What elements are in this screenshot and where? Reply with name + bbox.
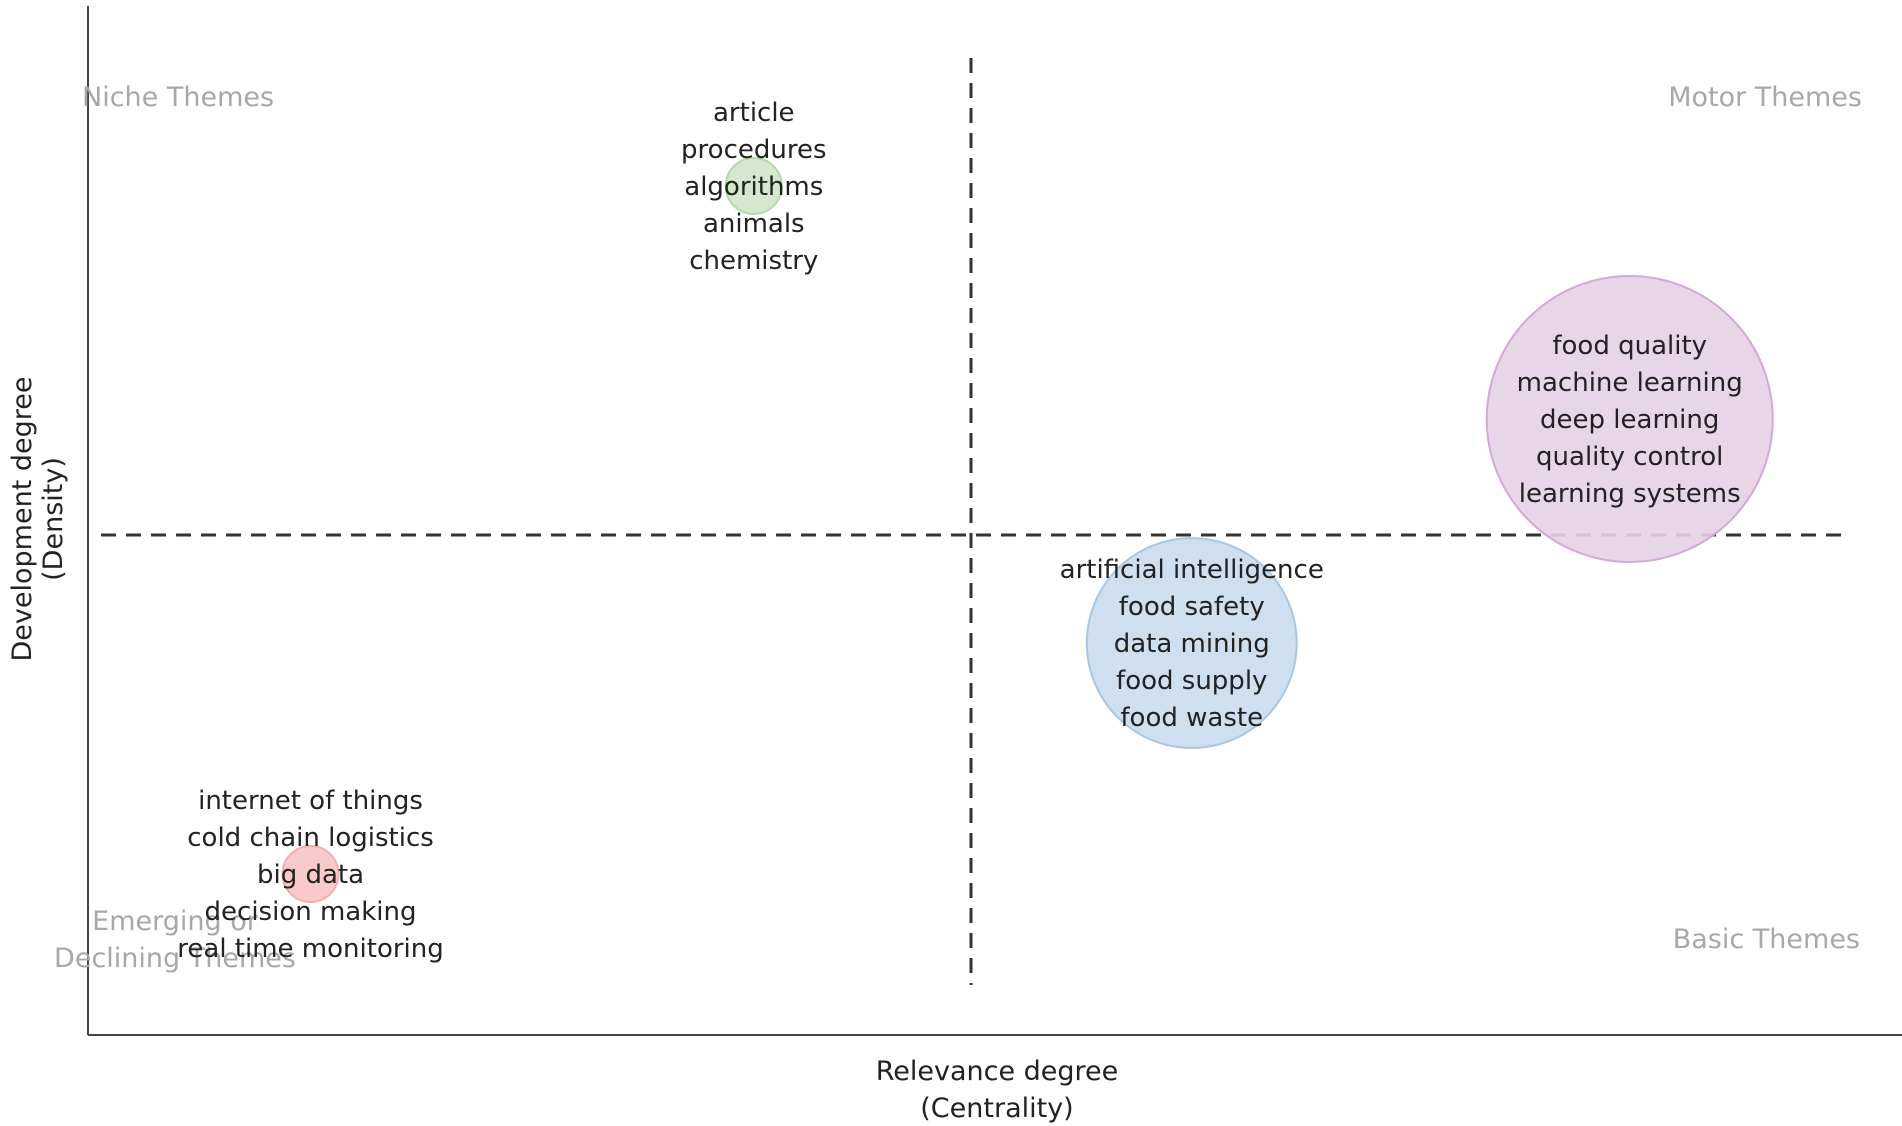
cluster-2-term-0: artificial intelligence xyxy=(1060,555,1324,585)
cluster-bubble-1 xyxy=(1485,275,1774,563)
cluster-3-term-2: big data xyxy=(257,860,364,890)
cluster-0-term-2: algorithms xyxy=(684,172,823,202)
cluster-3-term-3: decision making xyxy=(205,897,417,927)
cluster-1-term-3: quality control xyxy=(1536,442,1723,472)
cluster-1-term-4: learning systems xyxy=(1519,479,1741,509)
cluster-2-term-3: food supply xyxy=(1116,666,1267,696)
cluster-1-term-1: machine learning xyxy=(1517,368,1743,398)
y-axis-title-line-0: Development degree xyxy=(7,377,38,662)
cluster-1-term-2: deep learning xyxy=(1540,405,1719,435)
cluster-bubble-2 xyxy=(1085,537,1298,749)
cluster-bubble-3 xyxy=(281,844,340,904)
x-axis-title-line-1: (Centrality) xyxy=(920,1093,1073,1124)
cluster-2-term-4: food waste xyxy=(1120,703,1263,733)
cluster-0-term-3: animals xyxy=(703,209,805,239)
quadrant-label-emerging-line-0: Emerging or xyxy=(92,906,259,937)
quadrant-label-niche-line-0: Niche Themes xyxy=(82,82,274,113)
cluster-3-term-4: real time monitoring xyxy=(177,934,443,964)
cluster-2-term-2: data mining xyxy=(1114,629,1270,659)
cluster-1-term-0: food quality xyxy=(1552,331,1707,361)
quadrant-label-emerging-line-1: Declining Themes xyxy=(54,943,296,974)
cluster-0-term-1: procedures xyxy=(681,135,826,165)
cluster-3-term-1: cold chain logistics xyxy=(187,823,434,853)
cluster-3-term-0: internet of things xyxy=(198,786,423,816)
y-axis-title-line-1: (Density) xyxy=(38,457,69,581)
x-axis-title-line-0: Relevance degree xyxy=(876,1056,1119,1087)
quadrant-label-motor-line-0: Motor Themes xyxy=(1668,82,1862,113)
quadrant-label-basic-line-0: Basic Themes xyxy=(1673,924,1860,955)
cluster-2-term-1: food safety xyxy=(1119,592,1265,622)
cluster-0-term-0: article xyxy=(713,98,795,128)
cluster-0-term-4: chemistry xyxy=(689,246,818,276)
cluster-bubble-0 xyxy=(724,156,783,216)
